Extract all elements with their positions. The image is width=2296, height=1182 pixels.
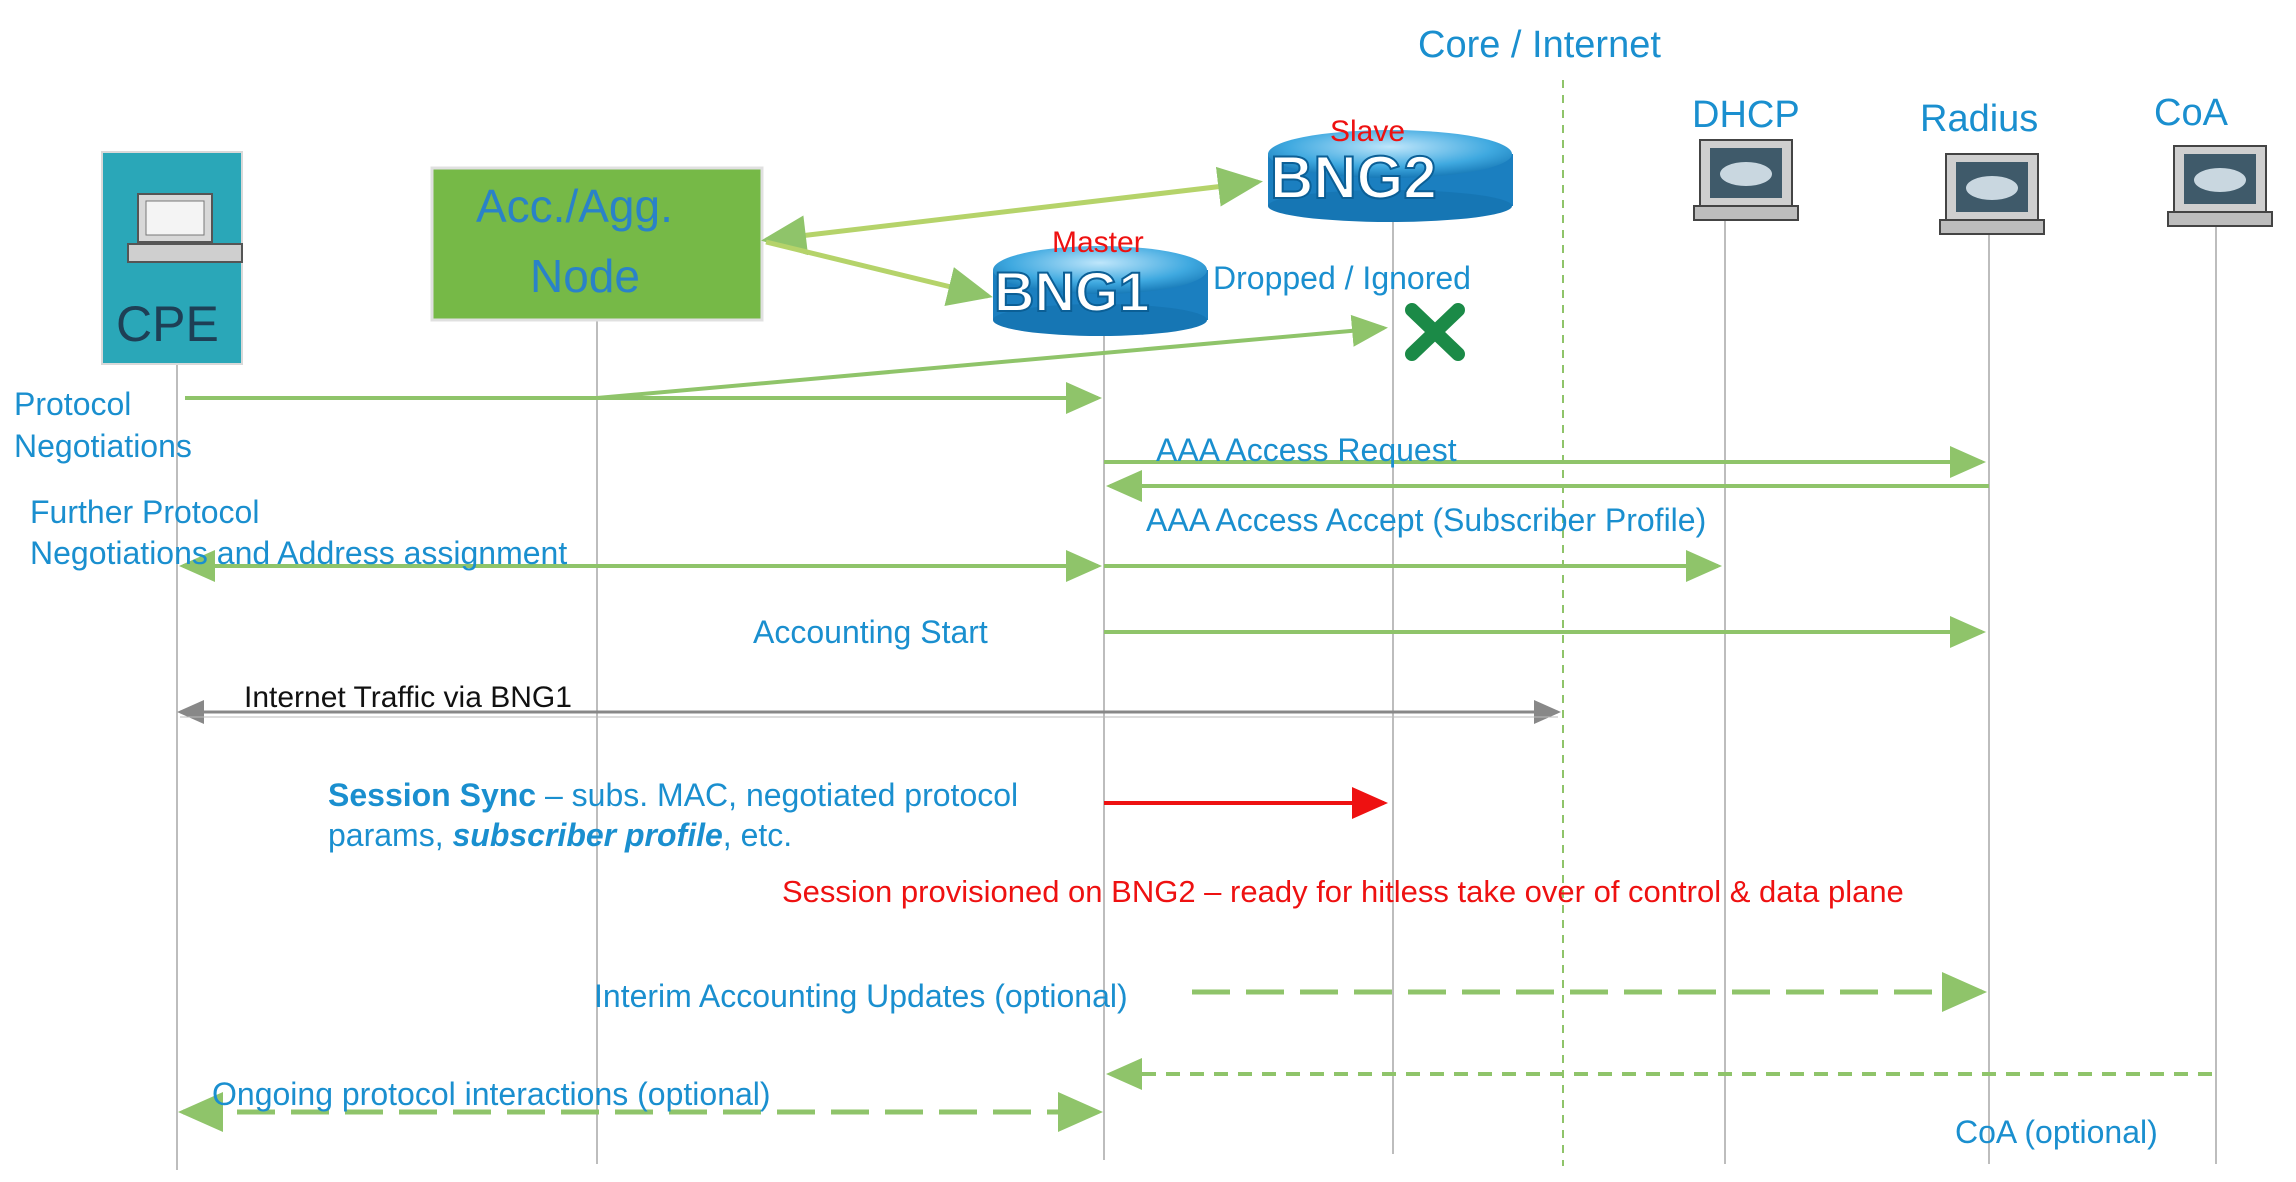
core-internet-label: Core / Internet [1418,24,1661,66]
bng1-label: BNG1 [993,260,1151,323]
coa-server-icon [2167,145,2273,227]
further-neg-label-1: Further Protocol [30,494,260,530]
access-to-bng2-link [761,166,1263,256]
dropped-arrow [596,314,1388,400]
cpe-node [101,151,243,365]
dropped-x-icon [1405,303,1465,361]
bng2-router [1268,130,1513,222]
session-sync-rest: – subs. MAC, negotiated protocol [536,777,1019,813]
access-node-label-2: Node [530,250,640,302]
internet-traffic-label: Internet Traffic via BNG1 [244,681,572,714]
protocol-neg-label-1: Protocol [14,386,132,422]
ongoing-label: Ongoing protocol interactions (optional) [212,1076,771,1112]
accounting-start-label: Accounting Start [753,614,988,650]
interim-label: Interim Accounting Updates (optional) [594,978,1128,1014]
dhcp-label: DHCP [1692,94,1800,136]
bng1-router [993,246,1208,336]
session-sync-etc: , etc. [722,817,793,853]
session-sync-bold: Session Sync [328,777,537,813]
access-node-label-1: Acc./Agg. [476,180,673,232]
access-node [430,166,764,322]
coa-optional-label: CoA (optional) [1955,1114,2158,1150]
radius-server-icon [1939,153,2045,235]
session-sync-params: params, [328,817,453,853]
coa-label: CoA [2154,92,2228,134]
bng2-role-label: Slave [1330,115,1406,148]
aaa-request-label: AAA Access Request [1156,432,1457,468]
session-sync-label-2: params, subscriber profile, etc. [328,815,792,855]
dropped-label: Dropped / Ignored [1213,260,1471,296]
cpe-label: CPE [116,296,219,352]
bng2-label: BNG2 [1269,144,1438,211]
subscriber-profile-text: subscriber profile [452,817,723,853]
further-neg-label-2: Negotiations and Address assignment [30,535,568,571]
computer-icon [127,193,243,263]
protocol-neg-label-2: Negotiations [14,428,192,464]
session-sync-label-1: Session Sync – subs. MAC, negotiated pro… [328,775,1018,815]
radius-label: Radius [1920,98,2039,140]
access-to-bng1-link [765,239,993,306]
dhcp-server-icon [1693,139,1799,221]
bng1-role-label: Master [1052,226,1144,259]
session-provisioned-label: Session provisioned on BNG2 – ready for … [782,874,1904,909]
aaa-accept-label: AAA Access Accept (Subscriber Profile) [1146,502,1707,538]
